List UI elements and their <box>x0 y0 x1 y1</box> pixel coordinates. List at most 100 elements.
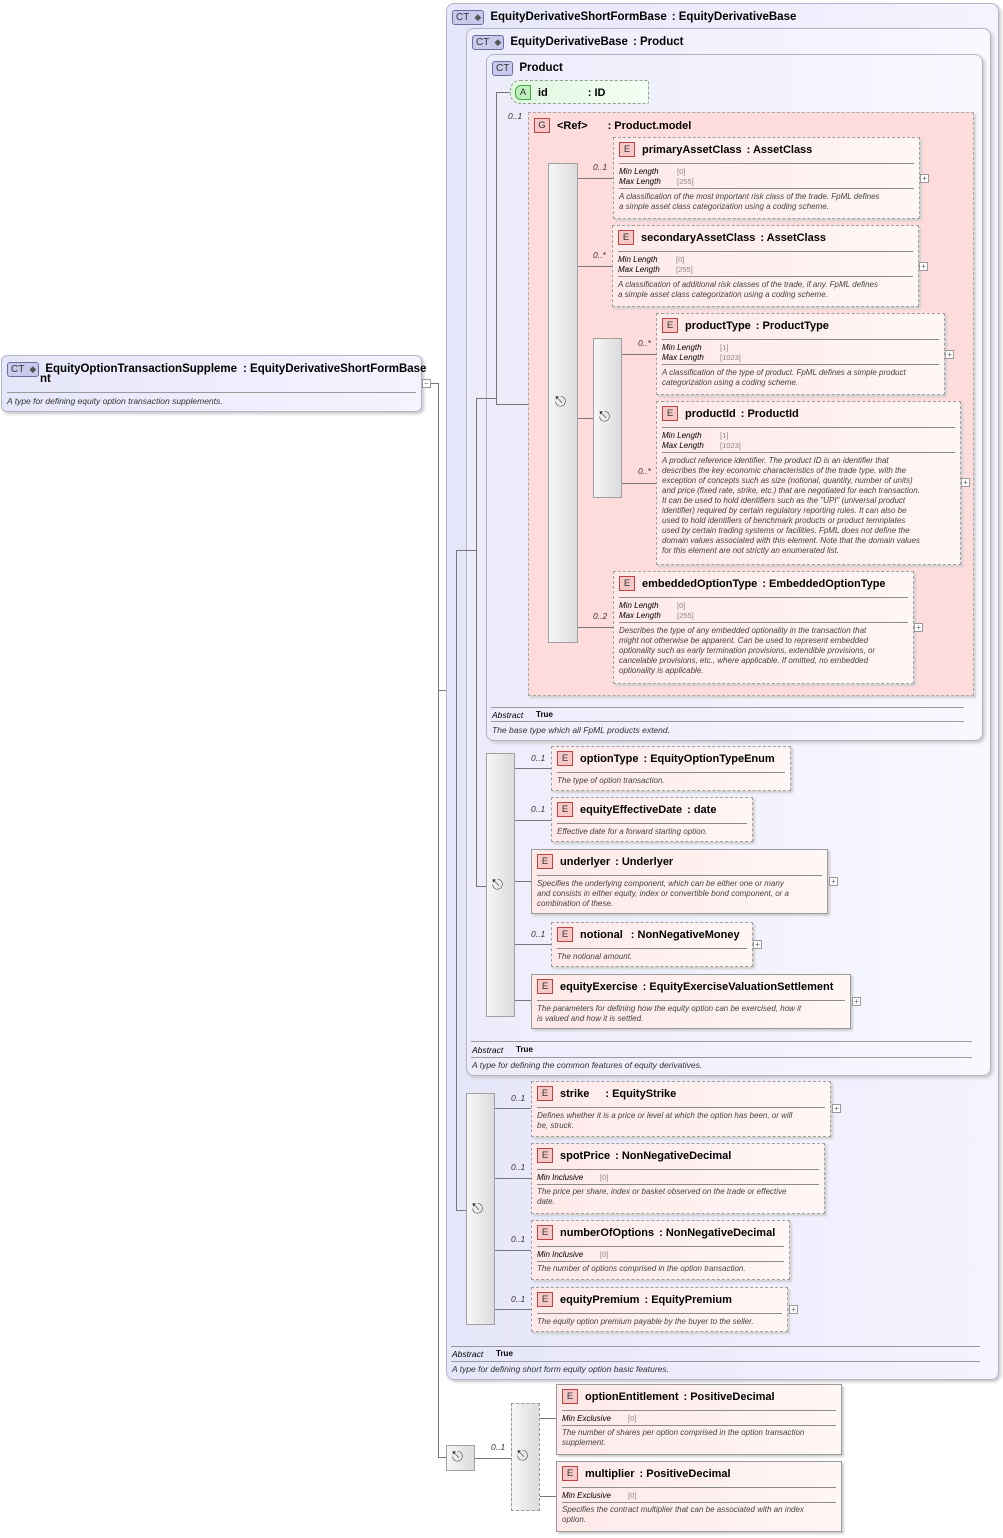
cardinality: 0..1 <box>531 753 546 763</box>
divider <box>7 392 416 393</box>
connector <box>496 92 497 404</box>
element-doc: The price per share, index or basket obs… <box>537 1187 787 1206</box>
element-icon: E <box>537 1225 553 1240</box>
element-doc: Specifies the underlying component, whic… <box>537 879 789 908</box>
divider <box>662 452 955 453</box>
choice-compositor[interactable] <box>593 338 622 498</box>
element-icon: E <box>562 1389 578 1404</box>
collapse-icon[interactable]: − <box>422 379 431 388</box>
abstract-value: True <box>496 1349 513 1358</box>
element-type: : EquityExerciseValuationSettlement <box>642 980 834 993</box>
element-doc: The type of option transaction. <box>557 776 665 785</box>
divider <box>537 1000 845 1001</box>
expand-icon[interactable]: + <box>832 1104 841 1113</box>
sequence-compositor[interactable] <box>548 163 578 643</box>
element-icon: E <box>619 576 635 591</box>
divider <box>451 1361 980 1362</box>
divider <box>537 1169 819 1170</box>
choice-compositor[interactable] <box>511 1403 540 1511</box>
sequence-compositor[interactable] <box>466 1093 495 1325</box>
cardinality: 0..1 <box>511 1162 526 1172</box>
expand-icon[interactable]: + <box>919 262 928 271</box>
element-name: optionType <box>580 752 639 765</box>
element-doc: Effective date for a forward starting op… <box>557 827 708 836</box>
connector <box>431 383 438 384</box>
connector <box>475 1458 511 1459</box>
connector <box>515 768 551 769</box>
expand-icon[interactable]: + <box>945 350 954 359</box>
sequence-icon: ⎋ <box>492 876 504 892</box>
facet-label: Min Length <box>618 255 658 264</box>
expand-icon[interactable]: + <box>829 877 838 886</box>
element-icon: E <box>557 802 573 817</box>
complex-type-icon: CT <box>7 361 40 377</box>
divider <box>537 1246 784 1247</box>
connector <box>496 404 548 405</box>
element-type: : PositiveDecimal <box>683 1390 775 1403</box>
divider <box>471 1041 972 1042</box>
sequence-icon: ⎋ <box>452 1448 464 1464</box>
root-complex-type[interactable]: CT EquityOptionTransactionSuppleme : Equ… <box>1 355 426 412</box>
expand-icon[interactable]: + <box>852 997 861 1006</box>
element-name: spotPrice <box>560 1149 611 1162</box>
expand-icon[interactable]: + <box>961 478 970 487</box>
element-doc: A product reference identifier. The prod… <box>662 456 920 555</box>
element-type: : AssetClass <box>746 143 813 156</box>
attribute-icon: A <box>515 85 531 100</box>
element-icon: E <box>537 1086 553 1101</box>
cardinality: 0..1 <box>511 1093 526 1103</box>
element-name: numberOfOptions <box>560 1226 655 1239</box>
connector <box>496 92 510 93</box>
attribute-id[interactable]: A id : ID <box>510 80 649 104</box>
expand-icon[interactable]: + <box>789 1305 798 1314</box>
divider <box>537 1313 782 1314</box>
element-icon: E <box>537 1292 553 1307</box>
element-type: : EquityOptionTypeEnum <box>643 752 775 765</box>
facet-value: [0] <box>600 1173 609 1182</box>
facet-value: [255] <box>676 265 693 274</box>
connector <box>515 881 531 882</box>
short-form-base-base: : EquityDerivativeBase <box>671 11 797 23</box>
expand-icon[interactable]: + <box>920 174 929 183</box>
divider <box>491 707 964 708</box>
sequence-compositor[interactable] <box>486 753 515 1017</box>
derivative-base-base: : Product <box>632 36 684 48</box>
facet-value: [1] <box>720 343 729 352</box>
cardinality: 0..2 <box>593 611 608 621</box>
short-form-base-name: EquityDerivativeShortFormBase <box>490 11 667 23</box>
expand-icon[interactable]: + <box>914 623 923 632</box>
sequence-icon: ⎋ <box>472 1200 484 1216</box>
expand-icon[interactable]: + <box>753 940 762 949</box>
connector <box>515 1000 531 1001</box>
element-name: equityEffectiveDate <box>580 803 683 816</box>
connector <box>578 418 593 419</box>
element-icon: E <box>557 927 573 942</box>
element-doc: A classification of additional risk clas… <box>618 280 878 299</box>
abstract-value: True <box>536 710 553 719</box>
divider <box>557 772 785 773</box>
element-type: : EquityStrike <box>605 1087 677 1100</box>
element-type: : PositiveDecimal <box>639 1467 731 1480</box>
sequence-compositor[interactable] <box>446 1445 475 1471</box>
element-type: : EquityPremium <box>644 1293 732 1306</box>
element-type: : ProductId <box>740 407 799 420</box>
divider <box>562 1425 836 1426</box>
root-type-name: EquityOptionTransactionSuppleme <box>45 363 238 375</box>
product-doc: The base type which all FpML products ex… <box>492 725 670 735</box>
